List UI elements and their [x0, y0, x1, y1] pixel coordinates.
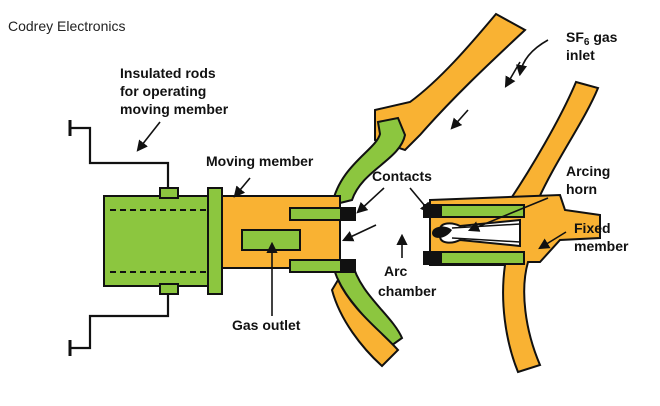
- insulated-rods-line-2: for operating: [120, 83, 206, 99]
- arcing-horn-line-2: horn: [566, 181, 597, 197]
- contacts-label: Contacts: [372, 168, 432, 184]
- arc-gas-arrow: [341, 224, 377, 242]
- arc-chamber-line-1: Arc: [384, 263, 408, 279]
- insulated-rods-leader: [136, 121, 161, 152]
- sf6-inlet-line-2: inlet: [566, 47, 595, 63]
- arcing-horn-label: Arcing horn: [566, 163, 614, 197]
- arcing-horn-line-1: Arcing: [566, 163, 610, 179]
- inlet-duct-outer-wall: [374, 12, 527, 152]
- contacts-leader-right: [409, 187, 432, 214]
- arcing-horn-tip: [432, 226, 452, 238]
- insulated-rod-flange: [207, 187, 223, 295]
- arcing-horn-rod-bottom: [451, 237, 521, 243]
- operating-linkage-top: [70, 126, 170, 188]
- operating-linkage-bottom: [70, 294, 170, 350]
- rod-collar-top: [159, 187, 179, 199]
- arc-chamber-label: Arc chamber: [378, 263, 437, 299]
- sf6-flow-arrow-1: [504, 61, 521, 88]
- sf6-inlet-label: SF6 gas inlet: [566, 29, 621, 63]
- arcing-horn-leader: [467, 197, 549, 232]
- fixed-contact-bottom-tip: [424, 252, 442, 264]
- fixed-member-line-1: Fixed: [574, 220, 611, 236]
- contacts-leader-left: [356, 187, 385, 214]
- fixed-member-label: Fixed member: [574, 220, 629, 254]
- arcing-horn: [439, 218, 521, 248]
- fixed-member-line-2: member: [574, 238, 629, 254]
- arc-chamber-line-2: chamber: [378, 283, 437, 299]
- moving-contact-top-tip: [340, 208, 356, 220]
- moving-member-leader: [233, 177, 251, 198]
- sf6-inlet-leader: [515, 39, 549, 77]
- gas-outlet-label: Gas outlet: [232, 317, 301, 333]
- arc-chamber-nozzle: [330, 116, 407, 207]
- sf6-inlet-subscript: 6: [584, 37, 590, 48]
- moving-contact-bottom-tip: [340, 260, 356, 272]
- rod-collar-bottom: [159, 283, 179, 295]
- gas-outlet-slot: [241, 229, 301, 251]
- brand-label: Codrey Electronics: [8, 18, 126, 34]
- sf6-inlet-gas: gas: [589, 29, 617, 45]
- arcing-horn-rod-top: [451, 223, 521, 229]
- insulated-rods-label: Insulated rods for operating moving memb…: [120, 65, 229, 117]
- fixed-member-leader: [538, 231, 567, 250]
- lower-orange-wall: [330, 277, 400, 368]
- insulated-rods-line-1: Insulated rods: [120, 65, 216, 81]
- insulated-rods-line-3: moving member: [120, 101, 229, 117]
- moving-member-label: Moving member: [206, 153, 314, 169]
- sf6-inlet-sf: SF: [566, 29, 584, 45]
- sf6-flow-arrow-2: [450, 109, 469, 130]
